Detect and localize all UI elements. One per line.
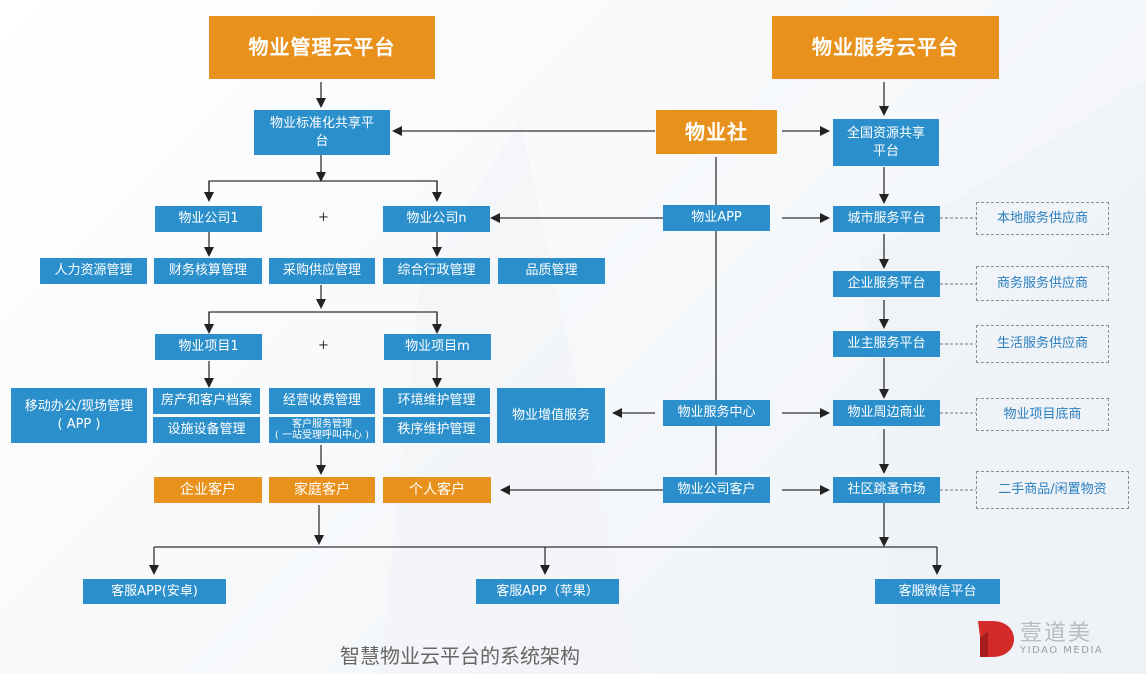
customer-service-management[interactable]: 客户服务管理 ( 一站受理呼叫中心 ) [269,417,375,443]
enterprise-customer[interactable]: 企业客户 [154,477,262,503]
life-service-supplier[interactable]: 生活服务供应商 [976,325,1109,363]
environment-maintenance-management[interactable]: 环境维护管理 [383,388,490,414]
hr-management[interactable]: 人力资源管理 [40,258,147,284]
plus-sign: + [318,210,329,225]
property-app[interactable]: 物业APP [663,205,770,231]
national-resource-shared-platform[interactable]: 全国资源共享平台 [833,119,939,166]
general-admin-management[interactable]: 综合行政管理 [383,258,490,284]
property-service-center[interactable]: 物业服务中心 [663,400,770,426]
mobile-office-sub: ( APP ) [57,416,101,432]
facility-equipment-management[interactable]: 设施设备管理 [153,417,260,443]
customer-service-label: 客户服务管理 [292,418,352,430]
mobile-office-app[interactable]: 移动办公/现场管理 ( APP ) [11,388,147,443]
individual-customer[interactable]: 个人客户 [383,477,491,503]
property-project-1[interactable]: 物业项目1 [155,334,262,360]
quality-management[interactable]: 品质管理 [498,258,605,284]
city-service-platform[interactable]: 城市服务平台 [833,206,940,232]
property-standard-shared-platform[interactable]: 物业标准化共享平台 [254,110,390,155]
owner-service-platform[interactable]: 业主服务平台 [833,331,940,357]
property-management-cloud-platform[interactable]: 物业管理云平台 [209,16,435,79]
plus-sign: + [318,338,329,353]
logo-mark-icon [978,621,1014,657]
operation-fee-management[interactable]: 经营收费管理 [269,388,375,414]
property-service-cloud-platform[interactable]: 物业服务云平台 [772,16,999,79]
value-added-services[interactable]: 物业增值服务 [497,388,605,443]
logo-chinese-name: 壹道美 [1020,621,1093,646]
order-maintenance-management[interactable]: 秩序维护管理 [383,417,490,443]
yidao-media-logo: 壹道美 YIDAO MEDIA [976,617,1116,661]
project-ground-floor-merchants[interactable]: 物业项目底商 [976,398,1109,431]
local-service-supplier[interactable]: 本地服务供应商 [976,202,1109,235]
customer-service-app-android[interactable]: 客服APP(安卓) [83,579,226,604]
customer-service-wechat-platform[interactable]: 客服微信平台 [875,579,1000,604]
finance-accounting-management[interactable]: 财务核算管理 [154,258,262,284]
enterprise-service-platform[interactable]: 企业服务平台 [833,271,940,297]
customer-service-app-ios[interactable]: 客服APP（苹果） [476,579,619,604]
property-company-customer[interactable]: 物业公司客户 [663,477,770,503]
property-community-hub[interactable]: 物业社 [656,110,777,154]
property-company-n[interactable]: 物业公司n [383,206,490,232]
second-hand-goods[interactable]: 二手商品/闲置物资 [976,471,1129,509]
property-project-m[interactable]: 物业项目m [384,334,491,360]
diagram-caption: 智慧物业云平台的系统架构 [340,644,580,668]
business-service-supplier[interactable]: 商务服务供应商 [976,266,1109,301]
property-company-1[interactable]: 物业公司1 [155,206,262,232]
mobile-office-label: 移动办公/现场管理 [24,398,134,414]
community-flea-market[interactable]: 社区跳蚤市场 [833,477,940,503]
surrounding-commerce[interactable]: 物业周边商业 [833,400,940,426]
call-center-label: ( 一站受理呼叫中心 ) [274,430,370,441]
procurement-supply-management[interactable]: 采购供应管理 [269,258,375,284]
property-customer-archive[interactable]: 房产和客户档案 [153,388,260,414]
family-customer[interactable]: 家庭客户 [269,477,375,503]
logo-english-name: YIDAO MEDIA [1020,645,1104,656]
